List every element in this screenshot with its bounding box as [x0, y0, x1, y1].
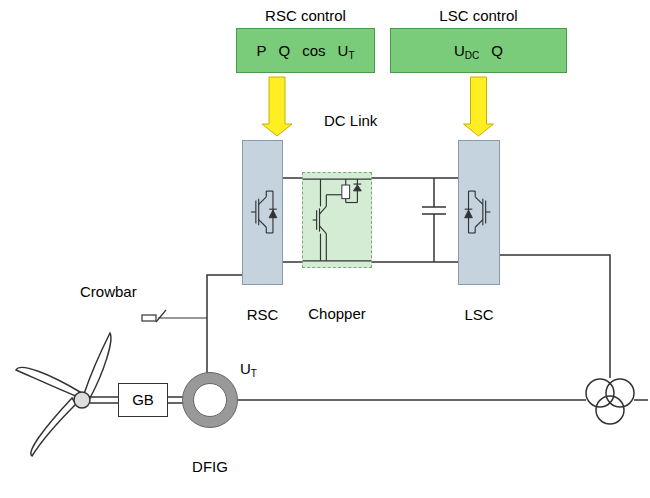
- symbol-stroke: [255, 201, 256, 224]
- node-text: UT: [338, 42, 355, 59]
- node-body: [182, 372, 238, 428]
- generator-circle: DFIG: [182, 372, 238, 428]
- symbol-stroke: [258, 199, 259, 226]
- symbol-stroke: [475, 220, 483, 228]
- control-arrow: [262, 77, 292, 136]
- node-body: [303, 173, 371, 267]
- symbol-stroke: [259, 197, 267, 205]
- gearbox-box: GB: [118, 383, 168, 417]
- chopper-symbol: [303, 173, 371, 267]
- symbol-stroke: [259, 220, 267, 228]
- chopper-box: Chopper: [302, 172, 372, 268]
- node-text: Q: [491, 42, 503, 59]
- symbol-stroke: [465, 209, 473, 210]
- symbol-stroke: [266, 232, 273, 233]
- symbol-stroke: [475, 191, 476, 197]
- node-heading: LSC: [464, 306, 493, 323]
- wind-turbine: [16, 333, 111, 456]
- symbol-stroke: [486, 211, 491, 212]
- symbol-stroke: [251, 211, 256, 212]
- symbol-stroke: [319, 208, 320, 231]
- symbol-stroke: [320, 234, 321, 261]
- control-box: UDCQLSC control: [390, 28, 567, 73]
- igbt-symbol: [243, 141, 282, 284]
- igbt-symbol: [459, 141, 499, 284]
- symbol-stroke: [475, 227, 476, 233]
- converter-box: RSC: [242, 140, 283, 285]
- transformer-symbol: [586, 379, 648, 424]
- symbol-stroke: [346, 202, 358, 203]
- symbol-stroke: [303, 179, 371, 180]
- shaft: [90, 396, 118, 398]
- symbol-stroke: [320, 179, 321, 206]
- generator-ring: [188, 378, 232, 422]
- node-text: Q: [279, 42, 291, 59]
- symbol-stroke: [266, 227, 267, 233]
- symbol-stroke: [475, 197, 483, 205]
- node-text: cos: [302, 42, 325, 59]
- node-heading: DFIG: [192, 458, 228, 475]
- converter-box: LSC: [458, 140, 500, 285]
- grid-wire: [500, 255, 610, 378]
- stator-line: [238, 399, 586, 401]
- wire: [207, 275, 242, 373]
- symbol-stroke: [320, 226, 327, 234]
- bus-label: DC Link: [324, 112, 377, 129]
- resistor-symbol: [342, 185, 350, 199]
- generator-symbol: [182, 372, 238, 428]
- symbol-stroke: [354, 185, 362, 191]
- node-heading: RSC control: [265, 7, 346, 24]
- symbol-stroke: [269, 209, 277, 210]
- part-label: Crowbar: [80, 283, 137, 300]
- symbol-stroke: [316, 210, 317, 229]
- symbol-stroke: [194, 384, 227, 417]
- signal-label: UT: [240, 360, 257, 377]
- node-text: UDC: [454, 42, 479, 59]
- symbol-stroke: [469, 232, 476, 233]
- wire: [168, 397, 184, 403]
- node-body: [243, 141, 282, 284]
- node-heading: Chopper: [308, 305, 366, 322]
- symbol-stroke: [326, 195, 327, 207]
- control-box: PQcosUTRSC control: [236, 28, 375, 73]
- symbol-stroke: [465, 210, 473, 218]
- node-body: GB: [119, 384, 167, 416]
- node-heading: LSC control: [439, 7, 517, 24]
- node-body: [459, 141, 499, 284]
- node-text: GB: [132, 391, 154, 408]
- symbol-stroke: [326, 234, 327, 261]
- node-body: PQcos UT: [237, 29, 374, 72]
- symbol-stroke: [482, 199, 483, 226]
- crowbar-symbol: [142, 310, 207, 322]
- symbol-stroke: [269, 210, 277, 218]
- symbol-stroke: [266, 191, 273, 192]
- capacitor-symbol: [422, 178, 446, 262]
- symbol-stroke: [183, 373, 238, 428]
- node-text: P: [257, 42, 267, 59]
- shaft: [90, 402, 118, 404]
- node-body: UDC Q: [391, 29, 566, 72]
- node-heading: RSC: [247, 306, 279, 323]
- symbol-stroke: [266, 191, 267, 197]
- symbol-stroke: [469, 190, 476, 191]
- symbol-stroke: [303, 260, 371, 261]
- symbol-stroke: [354, 183, 362, 184]
- symbol-stroke: [320, 206, 327, 214]
- symbol-stroke: [485, 201, 486, 224]
- control-arrow: [464, 77, 494, 136]
- symbol-stroke: [345, 199, 346, 203]
- symbol-stroke: [345, 179, 346, 185]
